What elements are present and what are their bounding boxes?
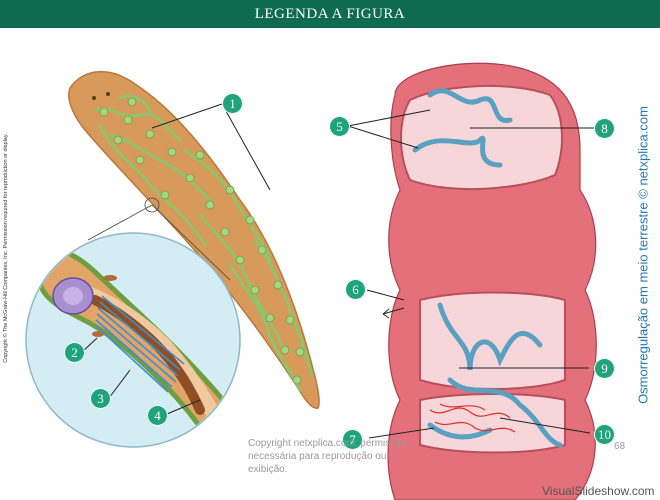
label-marker-8: 8 (594, 118, 615, 139)
flatworm (68, 71, 320, 409)
label-marker-6: 6 (345, 279, 366, 300)
leader-lines (80, 103, 601, 439)
label-marker-7: 7 (342, 429, 363, 450)
page-number: 68 (614, 441, 626, 452)
label-marker-5: 5 (329, 116, 350, 137)
label-marker-10: 10 (594, 424, 615, 445)
protonephridia-network (93, 94, 314, 392)
watermark-link[interactable]: VisualSlideshow.com (542, 484, 655, 498)
side-caption: Osmorregulação em meio terrestre © netxp… (635, 106, 651, 404)
flame-cell-magnified (25, 232, 241, 448)
label-marker-2: 2 (64, 342, 85, 363)
footer-copyright: Copyright netxplica.com: permissão neces… (248, 438, 407, 475)
label-marker-3: 3 (90, 388, 111, 409)
page-title: LEGENDA A FIGURA (254, 5, 406, 22)
label-marker-4: 4 (147, 405, 168, 426)
header-bar: LEGENDA A FIGURA (0, 0, 660, 28)
label-marker-1: 1 (222, 93, 243, 114)
excretory-tube (387, 62, 597, 500)
label-marker-9: 9 (594, 358, 615, 379)
